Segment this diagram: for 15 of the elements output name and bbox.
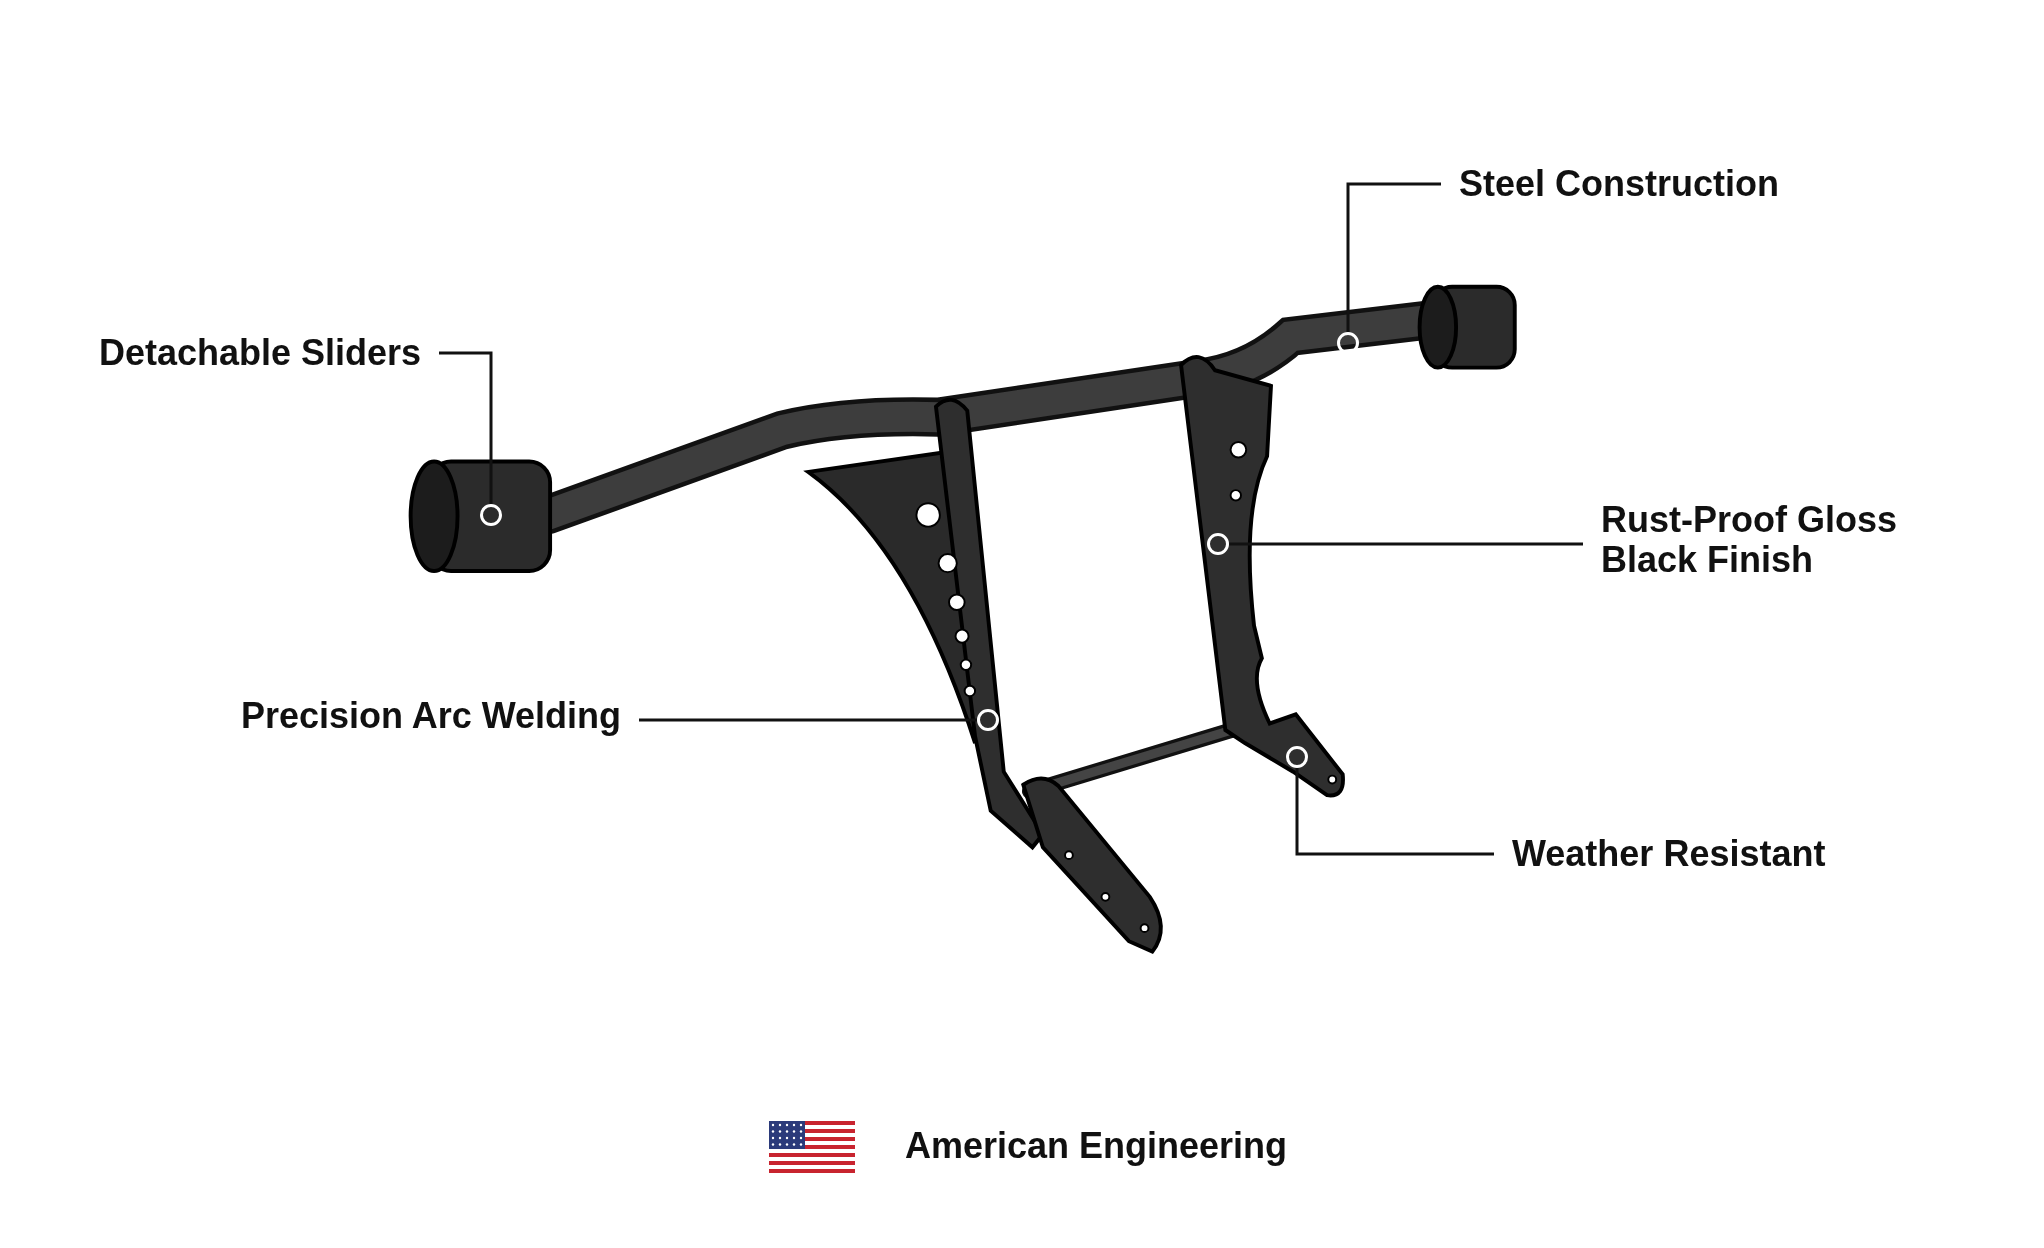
footer-note: American Engineering: [905, 1126, 1288, 1166]
callout-marker: [1206, 532, 1229, 555]
callout-label: Rust-Proof Gloss Black Finish: [1583, 500, 1931, 580]
callout-marker: [1286, 746, 1309, 769]
callout-label: Steel Construction: [1441, 164, 1780, 204]
leader-line: [439, 351, 493, 504]
callout-marker: [977, 708, 1000, 731]
callout-label: Detachable Sliders: [99, 333, 440, 373]
callout-marker: [480, 503, 503, 526]
leader-line: [1346, 182, 1441, 332]
callout-marker: [1336, 331, 1359, 354]
leader-line: [639, 718, 977, 722]
callout-label: Precision Arc Welding: [241, 696, 640, 736]
callout-label: Weather Resistant: [1494, 834, 1826, 874]
leader-line: [1229, 542, 1583, 546]
